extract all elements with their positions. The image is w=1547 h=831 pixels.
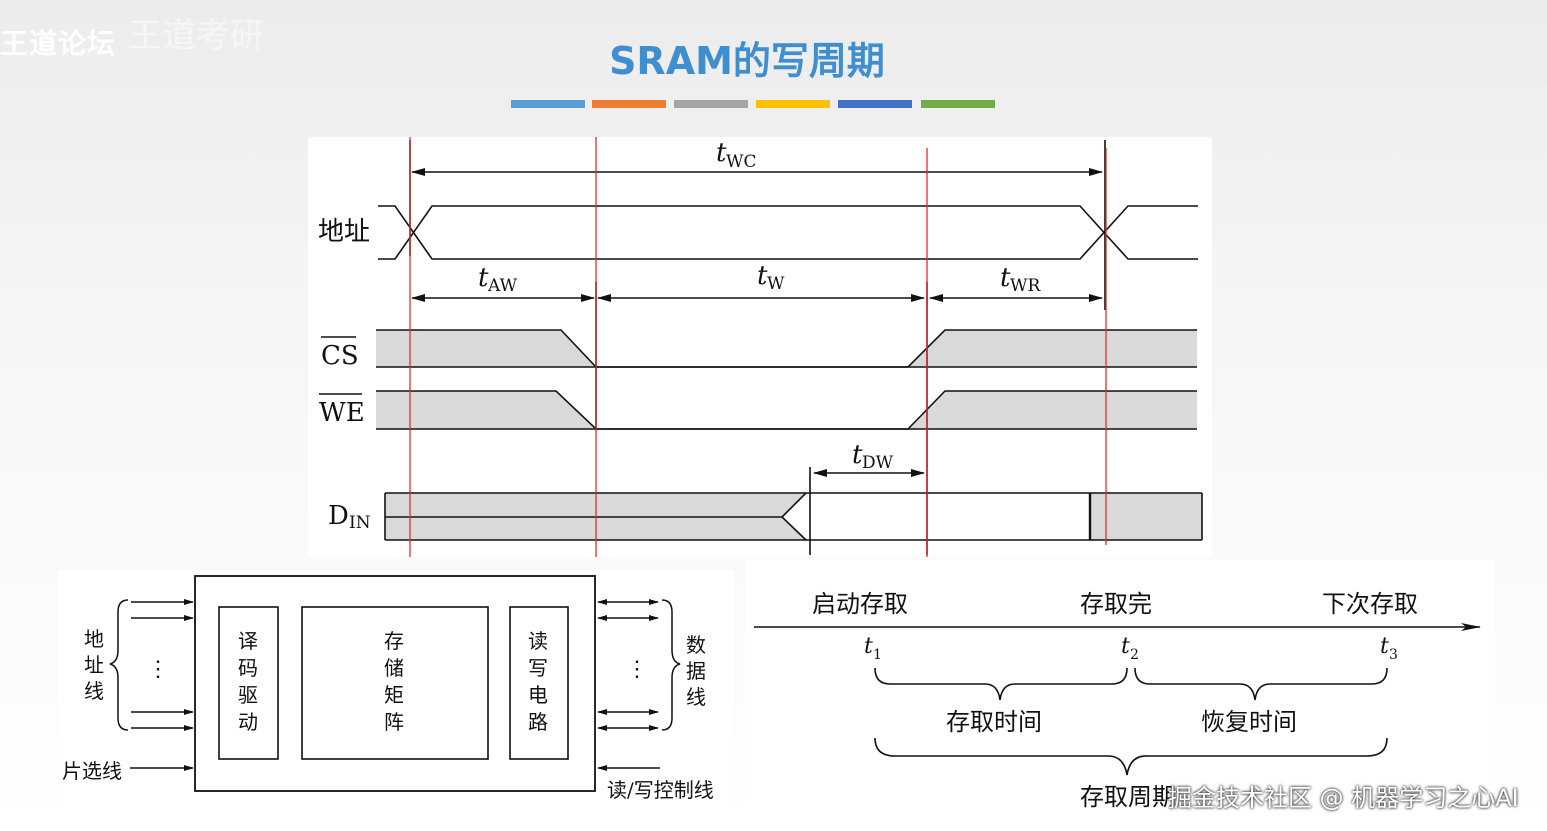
t-wr-label: t [1000,263,1011,293]
t-dw-label: t [852,440,863,470]
access-cycle-diagram: 启动存取 存取完 下次存取 t 1 t 2 t 3 存取时间 恢复时间 存取周期 [754,590,1481,811]
data-ellipsis: ⋮ [626,657,648,682]
watermark-logo: 王道考研 [128,16,264,56]
address-waveform [378,205,1198,260]
svg-text:据: 据 [686,659,706,683]
access-done-label: 存取完 [1080,590,1152,618]
t1-label: t [864,634,873,659]
svg-text:码: 码 [238,656,258,680]
title-bar-5 [838,100,912,108]
svg-text:电: 电 [528,683,548,707]
title-bar-3 [674,100,748,108]
t2-label: t [1121,634,1130,659]
rw-control-label: 读/写控制线 [607,778,714,802]
t-aw-sub: AW [487,276,518,296]
t-w-label: t [757,261,768,291]
svg-text:路: 路 [528,710,548,734]
svg-text:动: 动 [238,710,258,734]
signal-we-label: WE [319,398,365,428]
rw-circuit-label: 读 写 电 路 [528,629,548,734]
svg-text:读: 读 [528,629,548,653]
svg-text:存: 存 [384,629,404,653]
slide-title: SRAM的写周期 [609,39,885,83]
svg-text:写: 写 [528,656,548,680]
watermark-top-left: 王道论坛 [0,27,117,60]
svg-text:线: 线 [84,679,104,703]
title-bar-4 [756,100,830,108]
t3-sub: 3 [1389,647,1398,663]
t-aw-label: t [478,263,489,293]
chip-select-label: 片选线 [62,759,122,783]
t-wc-label: t [716,138,727,168]
timing-diagram: t WC 地址 t AW t W t WR CS WE t DW D IN [318,137,1203,557]
svg-text:矩: 矩 [384,683,404,707]
title-bar-2 [592,100,666,108]
chip-outline [194,575,596,792]
data-line-arrows [597,599,659,731]
svg-text:译: 译 [238,629,258,653]
watermark-bottom-right: 掘金技术社区 @ 机器学习之心AI [1168,784,1519,812]
access-time-label: 存取时间 [946,708,1042,736]
data-line-label: 数 据 线 [686,633,706,709]
signal-din-sub: IN [349,513,371,533]
decoder-label: 译 码 驱 动 [238,629,258,734]
svg-text:阵: 阵 [384,710,404,734]
cs-waveform [376,329,1197,368]
signal-din-label: D [328,501,349,531]
signal-cs-label: CS [321,341,359,371]
signal-address-label: 地址 [318,217,370,247]
address-ellipsis: ⋮ [147,657,169,682]
access-cycle-panel: 启动存取 存取完 下次存取 t 1 t 2 t 3 存取时间 恢复时间 存取周期 [745,560,1495,812]
we-waveform [376,390,1197,430]
sram-block-diagram: 译 码 驱 动 存 储 矩 阵 读 写 电 路 ⋮ 地 址 线 片选线 ⋮ [62,575,714,802]
start-access-label: 启动存取 [812,590,908,618]
svg-text:储: 储 [384,656,404,680]
t-wr-sub: WR [1010,276,1041,296]
t-dw-sub: DW [862,453,894,473]
title-bar-1 [511,100,585,108]
recovery-time-brace [1134,667,1388,701]
t-wc-sub: WC [726,152,756,172]
rw-circuit-block [509,606,569,760]
access-time-brace [874,667,1128,701]
svg-text:数: 数 [686,633,706,657]
t1-sub: 1 [873,647,882,663]
svg-text:驱: 驱 [238,683,258,707]
red-guide-lines [409,137,1107,557]
access-cycle-brace [874,737,1388,776]
next-access-label: 下次存取 [1322,590,1418,618]
din-waveform [384,492,1203,541]
address-brace [109,599,129,731]
sram-block-diagram-panel: 译 码 驱 动 存 储 矩 阵 读 写 电 路 ⋮ 地 址 线 片选线 ⋮ [58,570,734,810]
t-w-sub: W [767,274,785,294]
timing-diagram-panel: t WC 地址 t AW t W t WR CS WE t DW D IN [308,137,1212,557]
address-line-label: 地 址 线 [84,627,104,703]
svg-text:线: 线 [686,685,706,709]
access-cycle-label: 存取周期 [1080,783,1176,811]
decoder-block [218,606,279,760]
title-bar-6 [921,100,995,108]
matrix-block [301,606,489,760]
matrix-label: 存 储 矩 阵 [384,629,404,734]
svg-text:址: 址 [84,653,104,677]
t2-sub: 2 [1130,647,1139,663]
svg-text:地: 地 [84,627,104,651]
recovery-time-label: 恢复时间 [1201,708,1297,736]
t3-label: t [1380,634,1389,659]
address-line-arrows [131,599,194,731]
data-brace [661,599,681,731]
